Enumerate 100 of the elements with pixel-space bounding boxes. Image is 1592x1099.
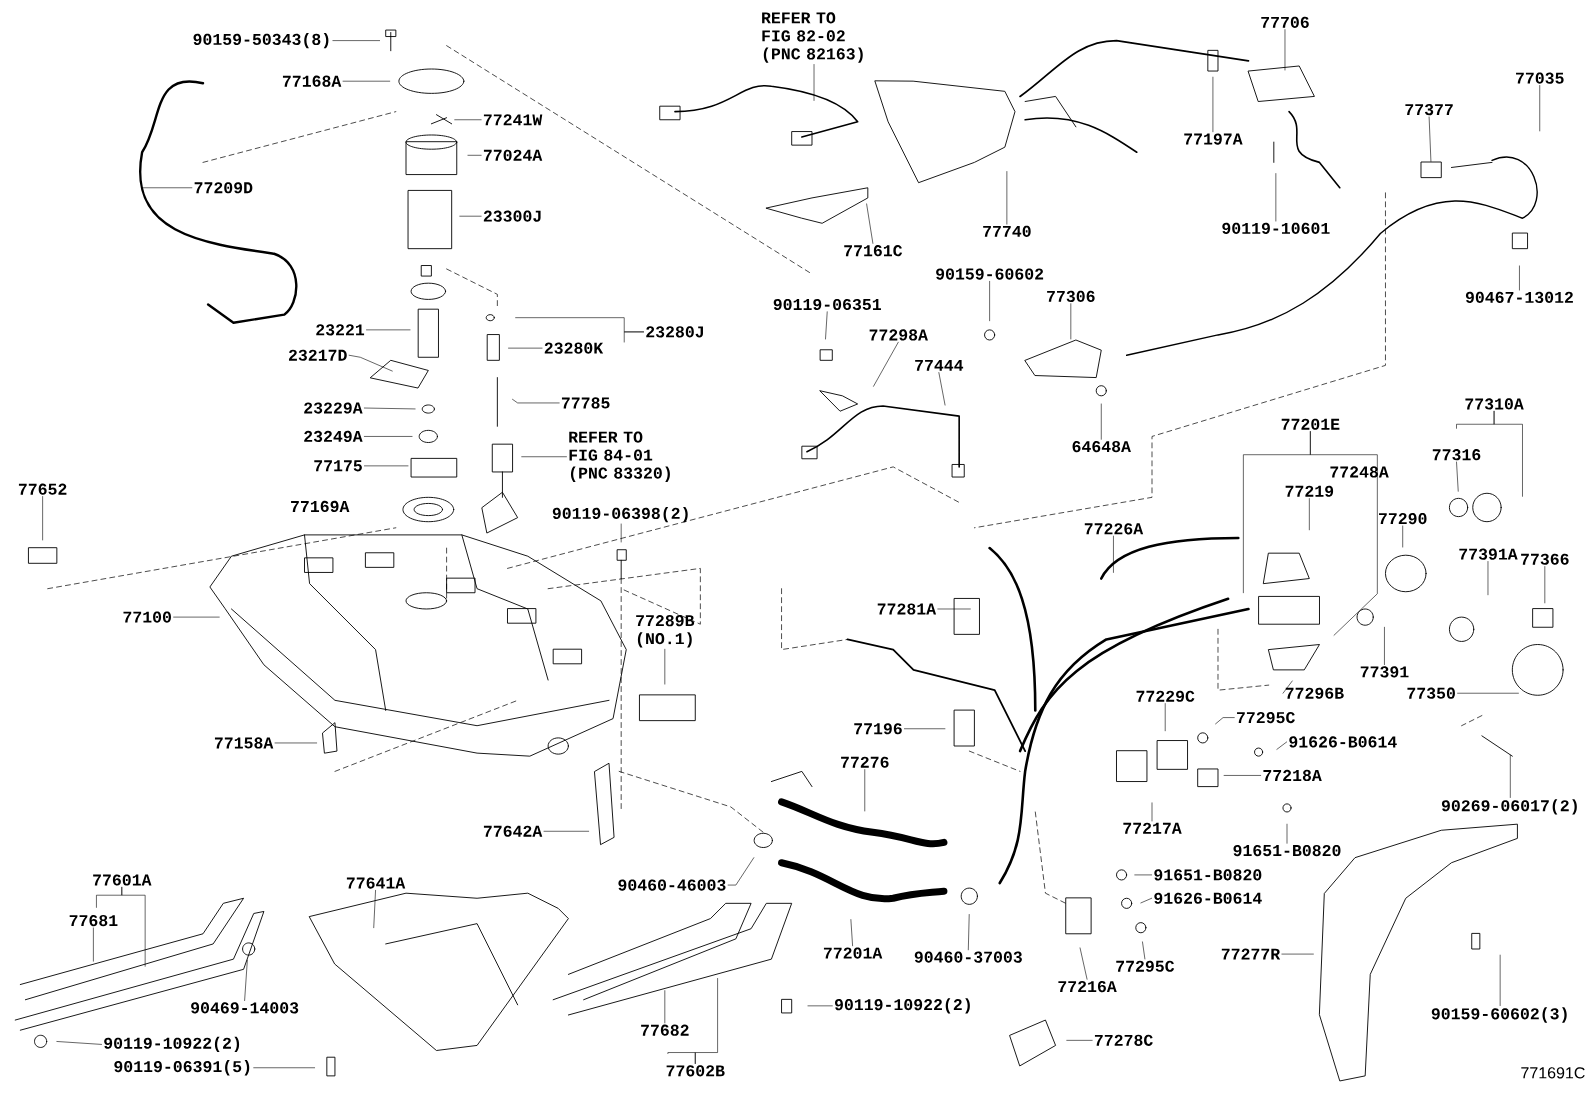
leader-line [937,608,971,610]
leader-line [366,329,411,331]
part-number: 77289B (NO.1) [636,615,695,648]
leader-line [274,742,317,744]
leader-line [1215,717,1235,725]
part-number: 77377 [1405,104,1453,116]
part-number: 77652 [18,483,67,495]
part-number: 77276 [841,756,889,768]
part-number: 77642A [483,825,543,837]
part-number: 77169A [291,500,350,513]
leader-line [1284,29,1286,71]
leader-line [56,1041,102,1045]
leader-line [1457,693,1519,694]
part-number: 77024A [483,149,543,161]
part-number: 90119-06391(5) [114,1060,250,1076]
part-number: 90469-14003 [191,1002,299,1014]
leader-line [1079,947,1088,980]
leader-line [1539,85,1541,132]
part-number: 77350 [1407,687,1455,699]
part-number: 77391A [1459,548,1518,560]
leader-line [968,914,970,951]
part-number: 90467-13012 [1465,291,1573,304]
leader-line [467,155,482,156]
leader-line [244,959,248,1001]
leader-line [1134,874,1152,876]
leader-line [1164,703,1166,732]
leader-line [813,64,815,101]
leader-line [364,436,413,437]
leader-line [521,456,567,458]
leader-line [1309,498,1310,531]
part-number: 77290 [1379,513,1427,525]
part-number: 90159-60602(3) [1431,1007,1567,1023]
part-number: 23280J [646,326,703,338]
leader-line [873,342,899,387]
leader-line [1456,461,1459,492]
leader-line [1402,525,1403,548]
part-number: REFER TO FIG 82-02 (PNC 82163) [762,12,863,63]
part-number: 77248A [1330,466,1389,478]
part-number: 77296B [1285,687,1344,699]
leader-line [904,728,946,730]
part-number: 91626-B0614 [1154,892,1262,904]
leader-line [938,372,946,406]
part-number: 77197A [1184,133,1243,145]
part-number: 64648A [1072,441,1131,453]
part-number: 77218A [1263,769,1322,782]
leader-line [727,857,755,886]
part-number: 77216A [1058,981,1117,993]
part-number: 90460-37003 [914,951,1022,963]
part-number: 91651-B0820 [1233,845,1341,857]
part-number: 77310A [1465,398,1524,410]
figure-number: 771691C [1521,1067,1585,1079]
part-number: 90119-06351 [773,298,881,311]
leader-line [1142,941,1146,960]
part-number: 77601A [93,874,152,886]
part-number: 23229A [304,402,363,414]
leader-line [1113,535,1114,573]
part-number: 77229C [1136,690,1195,702]
part-number: 77226A [1084,523,1144,535]
part-number: 77219 [1285,485,1334,497]
part-number: 90119-10922(2) [104,1036,240,1053]
leader-line [459,215,482,217]
part-number: 77201E [1281,418,1340,430]
leader-line [515,317,644,343]
part-number: 77278C [1094,1034,1153,1046]
part-number: 77366 [1521,553,1569,565]
leader-line [667,978,718,1064]
leader-line [620,523,622,543]
part-number: REFER TO FIG 84-01 (PNC 83320) [569,431,670,482]
leader-line [1151,802,1153,822]
part-number: 23249A [304,430,363,443]
leader-line [332,40,380,41]
part-number: 23280K [544,342,604,354]
leader-line [1212,76,1214,133]
part-number: 77740 [983,225,1031,238]
leader-line [1384,627,1385,665]
leader-line [42,496,43,541]
part-number: 77168A [282,75,342,87]
leader-line [454,119,482,121]
part-number: 77682 [641,1024,689,1036]
part-number: 90159-50343(8) [193,32,329,49]
part-number: 77298A [869,329,928,341]
part-number: 91651-B0820 [1154,869,1262,881]
part-number: 77295C [1237,712,1295,724]
leader-line [1286,823,1288,844]
part-number: 90460-46003 [618,879,726,891]
part-number: 77196 [854,723,902,735]
part-number: 77316 [1432,449,1481,461]
leader-line [173,616,220,618]
leader-line [364,407,416,410]
leader-line [1281,953,1314,955]
leader-line [1456,411,1523,497]
leader-line [1487,561,1489,596]
part-number: 91626-B0614 [1289,736,1397,748]
leader-line [373,890,376,929]
part-number: 77295C [1116,960,1175,972]
leader-line [1243,431,1378,636]
leader-line [1519,265,1520,291]
part-number: 90269-06017(2) [1441,799,1577,815]
leader-line [1276,741,1287,750]
part-number: 77602B [666,1065,725,1077]
